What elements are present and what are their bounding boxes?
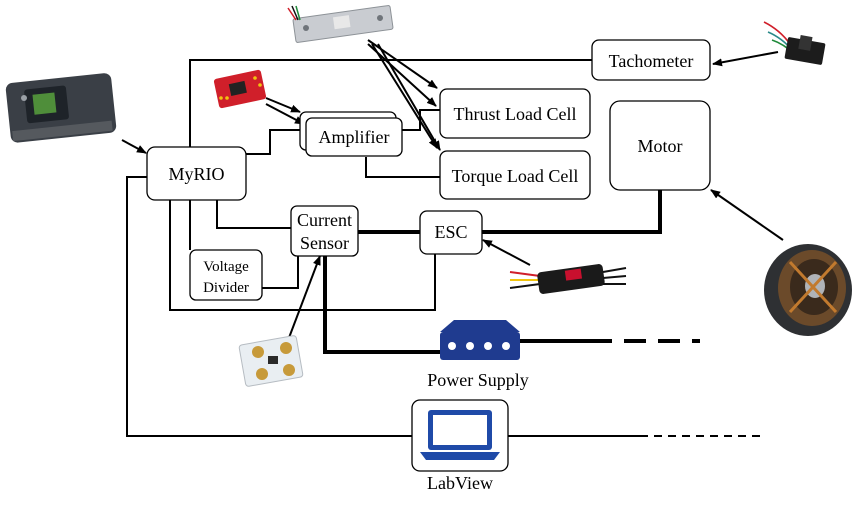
wire-esc-motor — [482, 190, 662, 234]
brushless-motor-photo — [764, 244, 852, 336]
voltage-divider-block: Voltage Divider — [189, 249, 263, 301]
arrow-myrio-photo — [121, 139, 147, 154]
wire-myrio-labview — [126, 176, 412, 437]
motor-block: Motor — [609, 100, 711, 191]
myrio-label: MyRIO — [168, 164, 224, 184]
myrio-device-photo — [5, 73, 117, 143]
wire-divider-current — [262, 256, 299, 289]
power-supply-caption: Power Supply — [427, 370, 529, 390]
esc-module-photo — [509, 264, 627, 294]
thrust-load-cell-label: Thrust Load Cell — [454, 104, 577, 124]
voltage-divider-label-2: Divider — [203, 280, 249, 296]
arrow-amp-photo-1 — [265, 97, 301, 113]
current-sensor-board-photo — [238, 335, 304, 387]
labview-block — [411, 399, 509, 472]
wires — [126, 59, 760, 437]
arrow-tacho-photo — [712, 51, 779, 67]
arrow-loadcell-thrust-1 — [367, 39, 438, 89]
amplifier-board-photo — [213, 69, 267, 109]
load-cell-photo — [287, 5, 394, 43]
esc-block: ESC — [419, 210, 483, 255]
wire-amplifier-torque — [365, 157, 440, 178]
arrow-amp-photo-2 — [265, 103, 305, 125]
arrow-loadcell-torque-1 — [371, 43, 438, 149]
wire-myrio-amplifier — [246, 129, 304, 155]
wire-amplifier-thrust — [402, 109, 440, 131]
torque-load-cell-block: Torque Load Cell — [439, 150, 591, 200]
esc-label: ESC — [434, 222, 467, 242]
arrow-current-photo — [286, 255, 321, 344]
tachometer-sensor-photo — [763, 21, 826, 65]
labview-caption: LabView — [427, 473, 493, 493]
current-sensor-label-1: Current — [297, 210, 352, 230]
tachometer-block: Tachometer — [591, 39, 711, 81]
thrust-load-cell-block: Thrust Load Cell — [439, 88, 591, 139]
wire-myrio-esc — [169, 200, 436, 311]
arrows — [121, 39, 784, 344]
torque-load-cell-label: Torque Load Cell — [452, 166, 579, 186]
current-sensor-block: Current Sensor — [290, 205, 359, 257]
motor-label: Motor — [638, 136, 683, 156]
arrow-loadcell-torque-2 — [377, 43, 441, 151]
arrow-motor-photo — [710, 189, 784, 241]
tachometer-label: Tachometer — [609, 51, 694, 71]
voltage-divider-label-1: Voltage — [203, 259, 249, 275]
power-supply-icon — [440, 320, 520, 360]
myrio-block: MyRIO — [146, 146, 247, 201]
laptop-icon — [420, 410, 500, 460]
wire-current-power — [323, 256, 440, 354]
current-sensor-label-2: Sensor — [300, 233, 349, 253]
amplifier-block: Amplifier — [299, 111, 403, 157]
wire-myrio-tachometer — [189, 59, 592, 147]
amplifier-label: Amplifier — [319, 127, 390, 147]
arrow-esc-photo — [482, 239, 531, 266]
wire-myrio-current-sensor — [216, 200, 291, 229]
